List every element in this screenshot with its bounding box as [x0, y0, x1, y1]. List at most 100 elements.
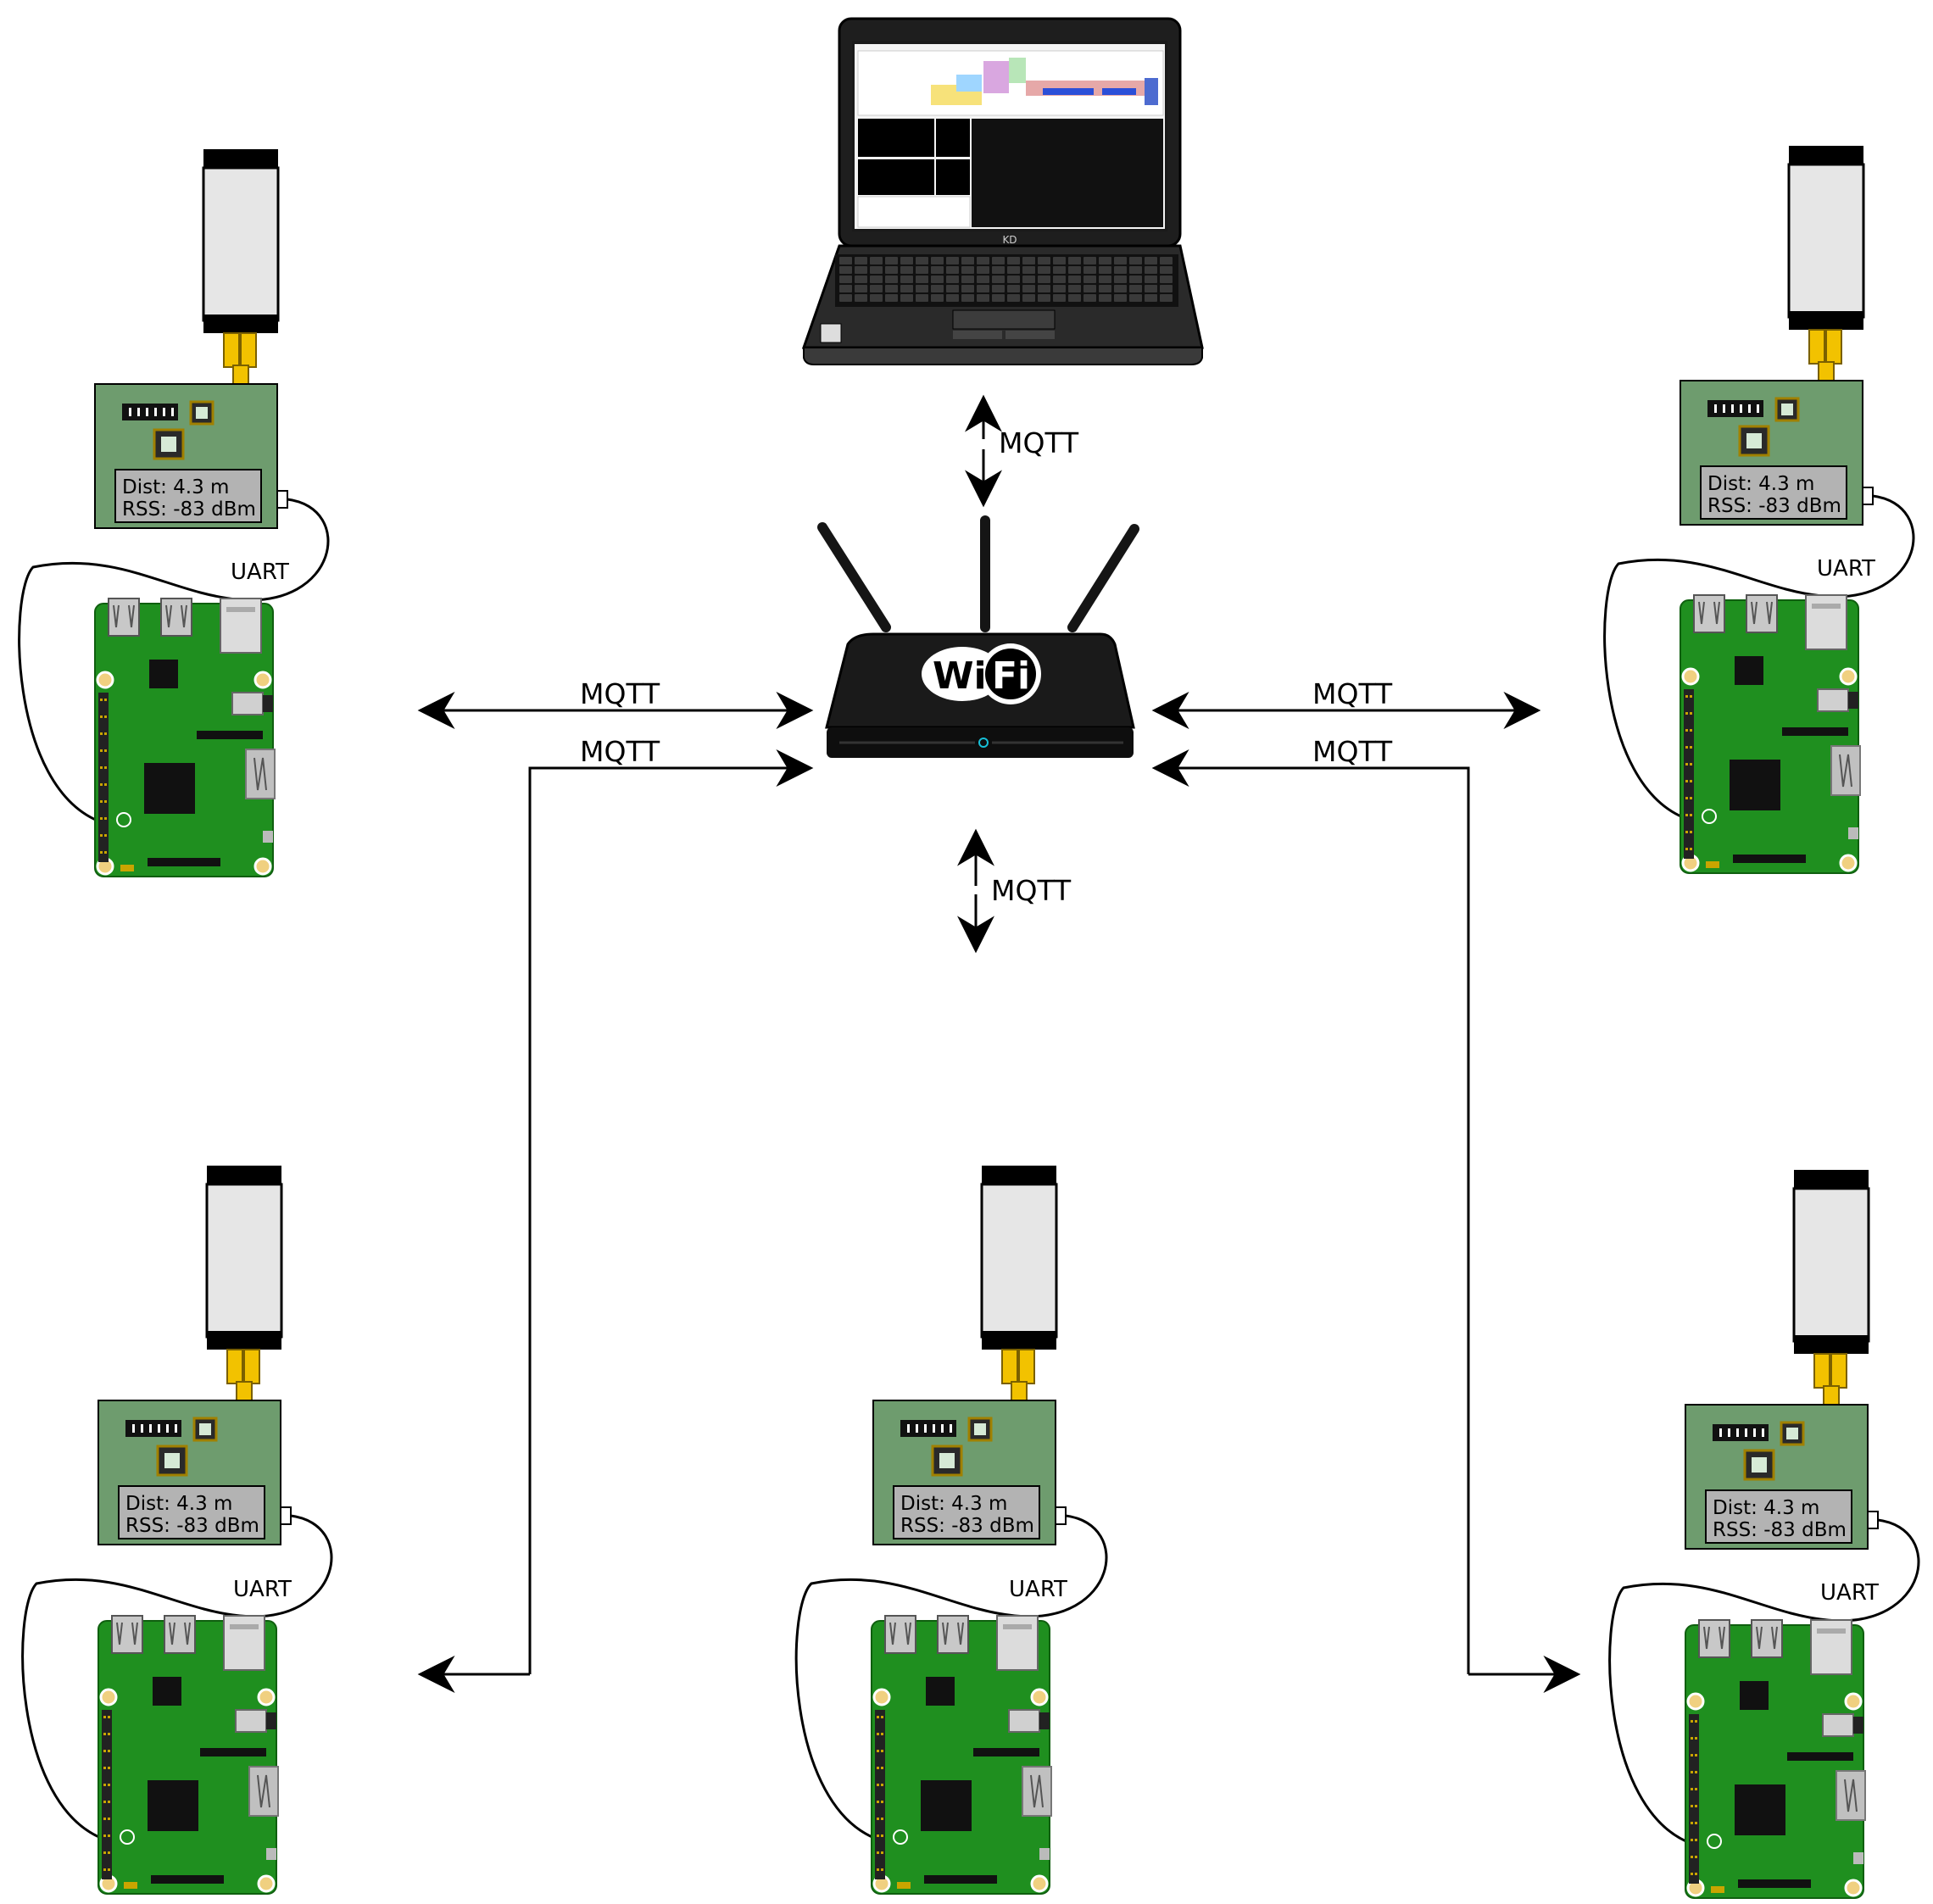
- raspberry-pi-board: [1679, 593, 1862, 875]
- keyboard-key: [992, 285, 1005, 292]
- keyboard-key: [946, 276, 959, 283]
- radio-module: [93, 148, 289, 530]
- keyboard-key: [946, 294, 959, 302]
- keyboard-key: [1099, 266, 1111, 274]
- keyboard-key: [916, 285, 928, 292]
- keyboard-key: [1160, 276, 1173, 283]
- laptop: KD: [801, 17, 1204, 365]
- keyboard-key: [1007, 294, 1020, 302]
- uart-label: UART: [233, 1577, 292, 1602]
- router-status-led: [978, 738, 989, 748]
- keyboard-key: [992, 276, 1005, 283]
- mqtt-label-right-lower: MQTT: [1312, 735, 1393, 768]
- laptop-brand-label: KD: [1002, 234, 1017, 246]
- keyboard-key: [992, 294, 1005, 302]
- keyboard-key: [961, 294, 974, 302]
- wifi-router: Wi Fi: [817, 515, 1139, 758]
- keyboard-key: [1068, 257, 1081, 264]
- keyboard-key: [961, 276, 974, 283]
- display-rss: RSS: -83 dBm: [122, 498, 256, 521]
- wifi-logo-fi: Fi: [992, 654, 1030, 698]
- keyboard-key: [1068, 266, 1081, 274]
- keyboard-key: [885, 276, 898, 283]
- keyboard-key: [900, 257, 913, 264]
- radio-module: [1684, 1168, 1880, 1550]
- keyboard-key: [946, 285, 959, 292]
- keyboard-key: [1160, 285, 1173, 292]
- keyboard-key: [1099, 276, 1111, 283]
- keyboard-key: [1007, 285, 1020, 292]
- keyboard-key: [1053, 285, 1066, 292]
- uart-label: UART: [1009, 1577, 1067, 1602]
- keyboard-key: [885, 257, 898, 264]
- laptop-touchpad: [952, 309, 1056, 330]
- keyboard-key: [1083, 257, 1096, 264]
- keyboard-key: [1129, 285, 1142, 292]
- keyboard-key: [992, 266, 1005, 274]
- keyboard-key: [885, 285, 898, 292]
- keyboard-key: [1022, 285, 1035, 292]
- uart-cable: [18, 498, 330, 824]
- keyboard-key: [977, 266, 989, 274]
- radio-module: [97, 1164, 292, 1546]
- keyboard-key: [1160, 294, 1173, 302]
- keyboard-key: [1083, 276, 1096, 283]
- keyboard-key: [1053, 294, 1066, 302]
- keyboard-key: [870, 276, 883, 283]
- keyboard-key: [931, 285, 944, 292]
- display-distance: Dist: 4.3 m: [1707, 473, 1814, 495]
- keyboard-key: [870, 294, 883, 302]
- keyboard-key: [1007, 266, 1020, 274]
- router-antenna-right: [1067, 524, 1139, 632]
- keyboard-key: [1145, 276, 1157, 283]
- keyboard-key: [1007, 276, 1020, 283]
- keyboard-key: [1083, 285, 1096, 292]
- keyboard-key: [1145, 294, 1157, 302]
- keyboard-key: [1145, 257, 1157, 264]
- keyboard-key: [961, 266, 974, 274]
- keyboard-key: [916, 266, 928, 274]
- keyboard-key: [885, 266, 898, 274]
- keyboard-key: [1114, 276, 1127, 283]
- keyboard-key: [1114, 294, 1127, 302]
- keyboard-key: [1038, 266, 1050, 274]
- wifi-logo: Wi Fi: [922, 643, 1041, 704]
- raspberry-pi-board: [93, 597, 276, 878]
- keyboard-key: [1068, 276, 1081, 283]
- keyboard-key: [977, 257, 989, 264]
- display-rss: RSS: -83 dBm: [125, 1515, 259, 1537]
- radio-module: [872, 1164, 1067, 1546]
- keyboard-key: [870, 266, 883, 274]
- keyboard-key: [1099, 294, 1111, 302]
- keyboard-key: [900, 285, 913, 292]
- router-antenna-left: [817, 522, 891, 632]
- keyboard-key: [1099, 257, 1111, 264]
- keyboard-key: [1129, 266, 1142, 274]
- keyboard-key: [839, 276, 852, 283]
- keyboard-key: [1129, 294, 1142, 302]
- keyboard-key: [1038, 276, 1050, 283]
- keyboard-key: [1114, 285, 1127, 292]
- keyboard-key: [916, 276, 928, 283]
- display-distance: Dist: 4.3 m: [122, 476, 229, 498]
- uart-cable: [1603, 494, 1915, 821]
- display-rss: RSS: -83 dBm: [1707, 495, 1841, 517]
- keyboard-key: [1053, 257, 1066, 264]
- keyboard-key: [1022, 294, 1035, 302]
- keyboard-key: [931, 276, 944, 283]
- display-rss: RSS: -83 dBm: [900, 1515, 1034, 1537]
- keyboard-key: [839, 285, 852, 292]
- keyboard-key: [1129, 257, 1142, 264]
- keyboard-key: [1145, 285, 1157, 292]
- keyboard-key: [1114, 266, 1127, 274]
- mqtt-label-left-upper: MQTT: [580, 677, 660, 710]
- keyboard-key: [1038, 285, 1050, 292]
- keyboard-key: [1114, 257, 1127, 264]
- keyboard-key: [931, 266, 944, 274]
- display-distance: Dist: 4.3 m: [900, 1493, 1007, 1515]
- raspberry-pi-board: [97, 1614, 280, 1896]
- keyboard-key: [1068, 285, 1081, 292]
